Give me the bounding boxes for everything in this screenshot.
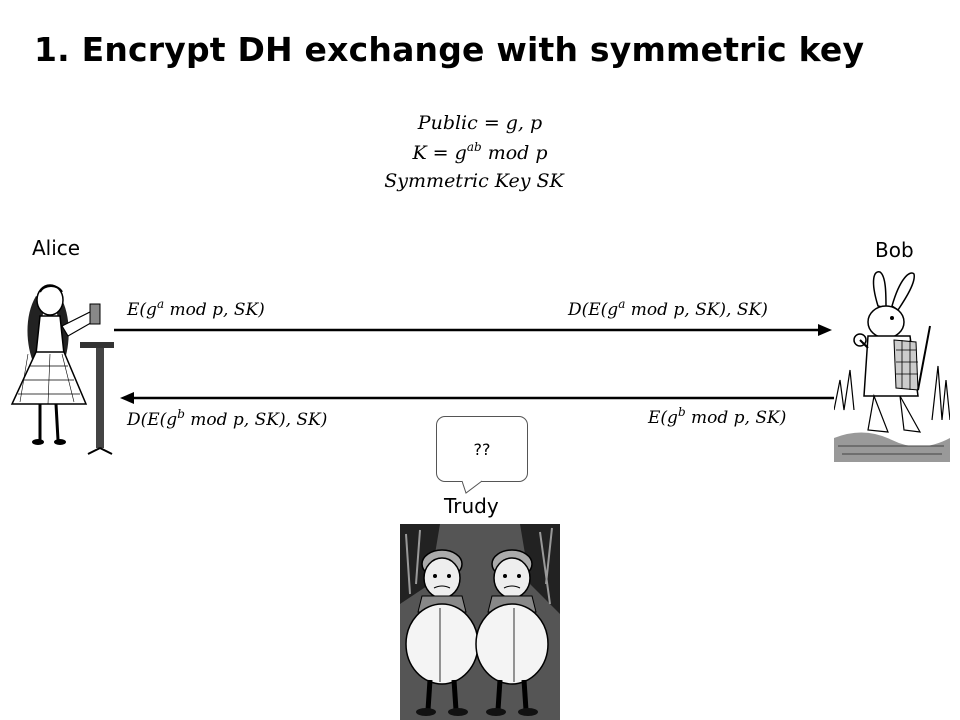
- arrowhead-right: [818, 324, 832, 336]
- message-bottom-left: D(E(gb mod p, SK), SK): [127, 407, 328, 430]
- bob-illustration: [834, 270, 950, 462]
- public-parameters: Public = g, p: [417, 112, 543, 134]
- message-top-right: D(E(ga mod p, SK), SK): [568, 297, 768, 320]
- key-equation-base: K = g: [412, 142, 467, 164]
- trudy-speech-bubble: ??: [436, 416, 528, 482]
- alice-name: Alice: [32, 236, 81, 260]
- bob-name: Bob: [875, 238, 914, 262]
- key-equation-exponent: ab: [466, 140, 482, 154]
- speech-bubble-tail: [462, 480, 483, 494]
- trudy-name: Trudy: [444, 494, 499, 518]
- alice-illustration: [4, 276, 114, 456]
- slide-title: 1. Encrypt DH exchange with symmetric ke…: [34, 30, 865, 69]
- trudy-speech-text: ??: [473, 439, 491, 459]
- key-equation-mod: mod p: [481, 142, 548, 164]
- shared-key-equation: K = gab mod p: [0, 140, 960, 164]
- symmetric-key-label: Symmetric Key SK: [384, 170, 564, 192]
- trudy-illustration: [400, 524, 560, 720]
- message-bottom-right: E(gb mod p, SK): [648, 405, 787, 428]
- message-top-left: E(ga mod p, SK): [127, 297, 265, 320]
- arrowhead-left: [120, 392, 134, 404]
